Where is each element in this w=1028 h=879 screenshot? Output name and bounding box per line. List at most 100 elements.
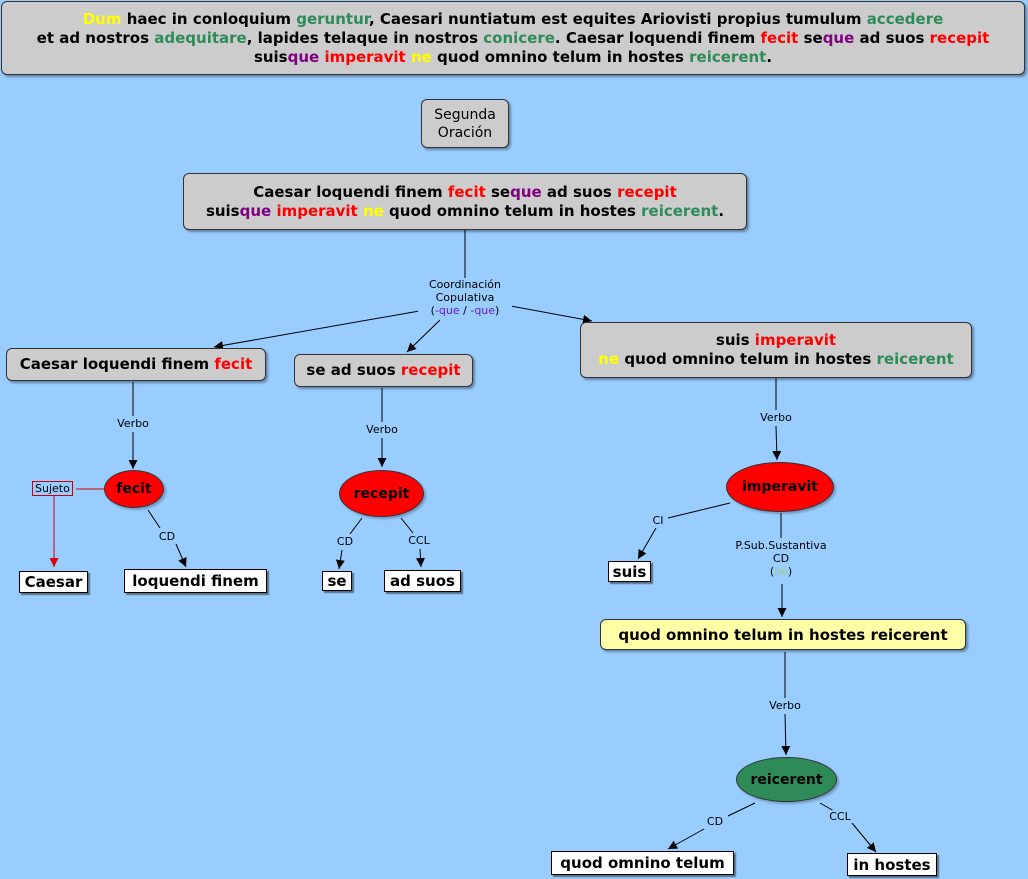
edge-b2-cd <box>335 549 345 570</box>
sentence-word: imperavit <box>319 47 406 66</box>
sub-ccl-label: CCL <box>826 810 854 823</box>
branch1-cd: loquendi finem <box>124 569 267 593</box>
ne-marker: ne <box>774 565 788 578</box>
branch-verb: imperavit <box>754 331 837 349</box>
sub-cd: quod omnino telum <box>551 851 734 875</box>
full-sentence-box: Dum haec in conloquium geruntur, Caesari… <box>1 1 1025 75</box>
paren: ) <box>495 304 500 317</box>
sentence-word: geruntur <box>296 9 369 28</box>
title-box: Segunda Oración <box>421 99 509 148</box>
branch2-cd: se <box>322 571 352 591</box>
que-marker: -que <box>470 304 496 317</box>
branch-text: suis <box>715 331 755 349</box>
paren: ( <box>769 565 775 578</box>
sub-cd-label: CD <box>704 815 726 828</box>
clause-word: recepit <box>617 182 677 201</box>
branch1-cd-label: CD <box>156 530 178 543</box>
branch-verb: reicerent <box>876 350 954 368</box>
clause-word: reicerent <box>641 201 719 220</box>
sentence-text: , lapides telaque in nostros <box>246 28 484 47</box>
edge-sub-ccl <box>851 822 877 853</box>
branch1-subject: Caesar <box>19 571 88 593</box>
sentence-word: recepit <box>929 28 990 47</box>
paren: ( <box>430 304 435 317</box>
sub-ccl: in hostes <box>847 853 937 876</box>
coordination-line: Coordinación <box>428 278 502 291</box>
branch-text: se ad suos <box>306 361 401 379</box>
sub-clause-box: quod omnino telum in hostes reicerent <box>600 619 966 650</box>
sentence-text: , Caesari nuntiatum est equites Ariovist… <box>368 9 867 28</box>
edge-b2-cd-label <box>349 517 363 535</box>
edge-b3-verb <box>772 425 782 461</box>
sentence-text: se <box>798 28 823 47</box>
sentence-word: Dum <box>82 9 122 28</box>
clause-text: se <box>485 182 511 201</box>
edge-sub-cd <box>667 828 705 850</box>
branch1-verb-node: fecit <box>104 470 164 508</box>
clause-text: suis <box>205 201 240 220</box>
sentence-text: quod omnino telum in hostes <box>431 47 690 66</box>
edge-b1-cd-label <box>147 509 161 529</box>
branch2-ccl: ad suos <box>384 570 461 592</box>
title-line: Segunda <box>434 106 496 123</box>
sentence-word: conicere <box>483 28 555 47</box>
sentence-word: que <box>822 28 855 47</box>
branch2-verb-label: Verbo <box>362 423 402 436</box>
edge-coord-branch1 <box>213 309 426 350</box>
branch1-verb-label: Verbo <box>113 417 153 430</box>
branch2-ccl-label: CCL <box>405 534 433 547</box>
clause-word: que <box>239 201 272 220</box>
sub-label-line: P.Sub.Sustantiva <box>735 539 827 552</box>
clause-text: ad suos <box>541 182 618 201</box>
branch3-ci-label: CI <box>648 514 668 527</box>
branch-text: Caesar loquendi finem <box>19 355 215 373</box>
sub-label-line: CD <box>772 552 790 565</box>
branch-text: quod omnino telum in hostes <box>619 350 877 368</box>
sentence-word: fecit <box>760 28 799 47</box>
edge-sub-verb <box>781 713 791 756</box>
sentence-text: ad suos <box>854 28 930 47</box>
branch3-sub-label: P.Sub.Sustantiva CD (ne) <box>727 539 835 578</box>
sentence-text: . <box>766 47 773 66</box>
branch2-cd-label: CD <box>334 535 356 548</box>
branch3-verb-label: Verbo <box>756 411 796 424</box>
edge-b1-cd <box>175 543 187 568</box>
sentence-word: adequitare <box>154 28 247 47</box>
edge-b3-ci <box>637 527 657 560</box>
edge-b2-ccl <box>416 548 425 568</box>
clause-text: Caesar loquendi finem <box>253 182 448 201</box>
edge-coord-branch2 <box>406 319 441 353</box>
branch3-box: suis imperavit ne quod omnino telum in h… <box>580 322 972 378</box>
branch1-box: Caesar loquendi finem fecit <box>6 348 266 381</box>
edge-b3-ci-label <box>667 502 731 519</box>
paren: ) <box>787 565 793 578</box>
clause-text: quod omnino telum in hostes <box>383 201 642 220</box>
clause-word: imperavit <box>271 201 358 220</box>
coordination-line: Copulativa <box>435 291 495 304</box>
sentence-word: reicerent <box>689 47 767 66</box>
title-line: Oración <box>437 124 493 141</box>
clause-word: ne <box>357 201 384 220</box>
branch2-verb-node: recepit <box>339 470 424 517</box>
sentence-text: suis <box>253 47 288 66</box>
clause-text: . <box>718 201 725 220</box>
branch3-verb-node: imperavit <box>726 462 834 512</box>
edge-coord-branch3 <box>499 303 593 324</box>
sentence-word: accedere <box>866 9 944 28</box>
edge-b2-ccl-label <box>400 517 414 534</box>
sub-verb-node: reicerent <box>736 757 837 802</box>
branch-verb: recepit <box>400 361 461 379</box>
sub-verb-label: Verbo <box>765 699 805 712</box>
branch-conjunction: ne <box>598 350 620 368</box>
sentence-text: haec in conloquium <box>121 9 297 28</box>
branch-verb: fecit <box>214 355 253 373</box>
separator: / <box>459 304 471 317</box>
branch3-ci: suis <box>608 561 651 582</box>
branch2-box: se ad suos recepit <box>294 354 473 387</box>
clause-word: que <box>510 182 542 201</box>
sentence-word: que <box>287 47 320 66</box>
sentence-text: . Caesar loquendi finem <box>554 28 761 47</box>
que-marker: -que <box>434 304 460 317</box>
